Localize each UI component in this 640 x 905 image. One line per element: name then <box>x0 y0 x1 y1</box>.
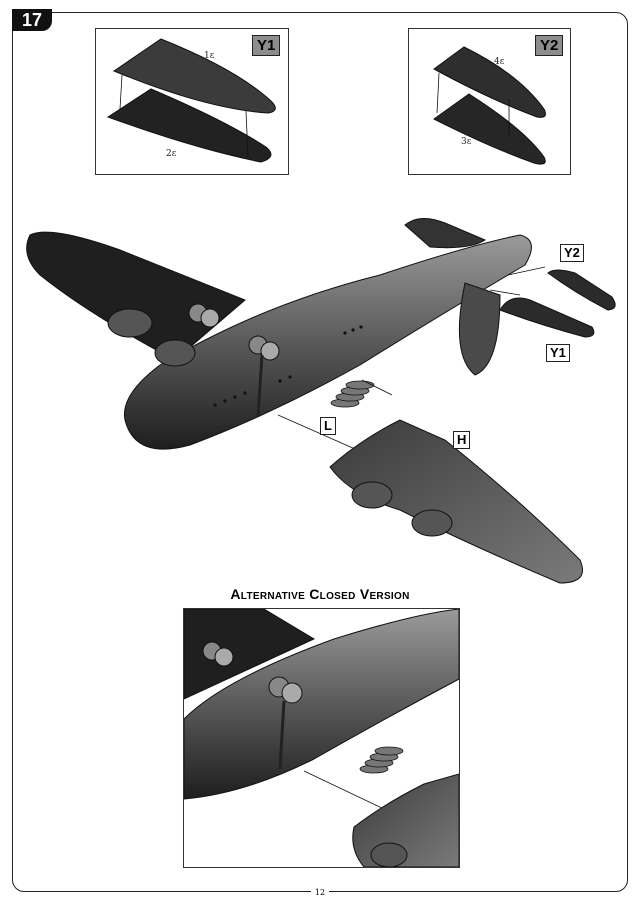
part-group-label-y2: Y2 <box>535 35 564 56</box>
alternative-version-title: Alternative Closed Version <box>230 586 410 602</box>
tailplane-y1-illustration <box>106 38 276 163</box>
part-label-l: L <box>320 417 336 435</box>
part-number: 2ε <box>166 149 177 159</box>
page-number: 12 <box>0 888 640 897</box>
tailplane-y2-illustration <box>433 46 546 165</box>
inset-y1: Y1 1ε 2ε <box>95 28 289 175</box>
step-number-badge: 17 <box>12 9 52 31</box>
alternative-closed-version-inset <box>183 608 460 868</box>
inset-y2: Y2 4ε 3ε <box>408 28 571 175</box>
part-number: 1ε <box>204 51 215 61</box>
part-label-h: H <box>453 431 471 449</box>
alternative-closed-illustration <box>184 609 459 867</box>
part-number: 4ε <box>494 57 505 67</box>
aircraft-assembly-illustration <box>26 218 616 584</box>
part-group-label-y1: Y1 <box>252 35 281 56</box>
part-label-y1: Y1 <box>546 344 570 362</box>
part-label-y2: Y2 <box>560 244 584 262</box>
part-number: 3ε <box>461 137 472 147</box>
